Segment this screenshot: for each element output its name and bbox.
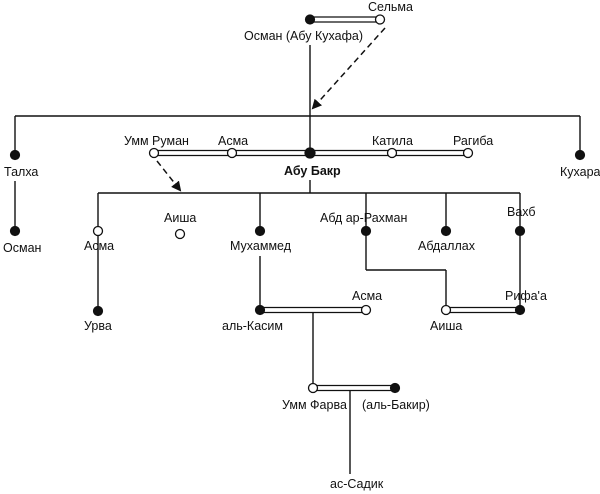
node-aisha [174,228,186,240]
label-selma: Сельма [368,0,413,14]
node-asma-daughter [92,225,104,237]
node-umm-farva [307,382,319,394]
marriage-al-kasim-asma [260,306,366,314]
node-asma-wife [226,147,238,159]
label-abd-ar-rahman: Абд ар-Рахман [320,211,407,225]
label-asma-wife: Асма [218,134,248,148]
node-osman-son [9,225,21,237]
node-abd-ar-rahman [360,225,372,237]
node-rifaa [514,304,526,316]
label-aisha-gen3: Аиша [430,319,462,333]
label-al-kasim: аль-Касим [222,319,283,333]
node-muhammed [254,225,266,237]
marriage-aisha-rifaa [446,306,520,314]
node-selma [374,14,386,25]
node-abu-bakr [304,147,316,159]
label-muhammed: Мухаммед [230,239,292,253]
label-abu-bakr: Абу Бакр [284,164,341,178]
marriage-umm-farva-al-bakir [313,384,395,392]
node-umm-ruman [148,147,160,159]
label-urva: Урва [84,319,112,333]
node-urva [92,305,104,317]
label-aisha: Аиша [164,211,196,225]
label-umm-ruman: Умм Руман [124,134,189,148]
label-al-bakir: (аль-Бакир) [362,398,430,412]
node-osman-abu-kuhafa [304,14,316,25]
label-rifaa: Рифа'а [505,289,547,303]
dashed-arrow-umm-ruman [156,160,182,192]
label-vahb: Вахб [507,205,536,219]
label-asma-daughter: Асма [84,239,114,253]
label-asma-gen3: Асма [352,289,382,303]
dashed-arrow-selma [311,27,386,110]
node-kuhara [574,149,586,161]
node-asma-gen3 [360,304,372,316]
node-abdallah [440,225,452,237]
node-al-kasim [254,304,266,316]
node-katila [386,147,398,159]
label-kuhara: Кухара [560,165,600,179]
node-ragiba [462,147,474,159]
label-katila: Катила [372,134,413,148]
node-talha [9,149,21,161]
label-osman-abu-kuhafa: Осман (Абу Кухафа) [244,29,363,43]
marriage-osman-selma [310,16,380,23]
node-al-bakir [389,382,401,394]
node-aisha-gen3 [440,304,452,316]
node-vahb [514,225,526,237]
label-umm-farva: Умм Фарва [282,398,347,412]
label-abdallah: Абдаллах [418,239,476,253]
label-talha: Талха [4,165,38,179]
label-ragiba: Рагиба [453,134,493,148]
label-osman-son: Осман [3,241,42,255]
label-as-sadik: ас-Садик [330,477,384,491]
